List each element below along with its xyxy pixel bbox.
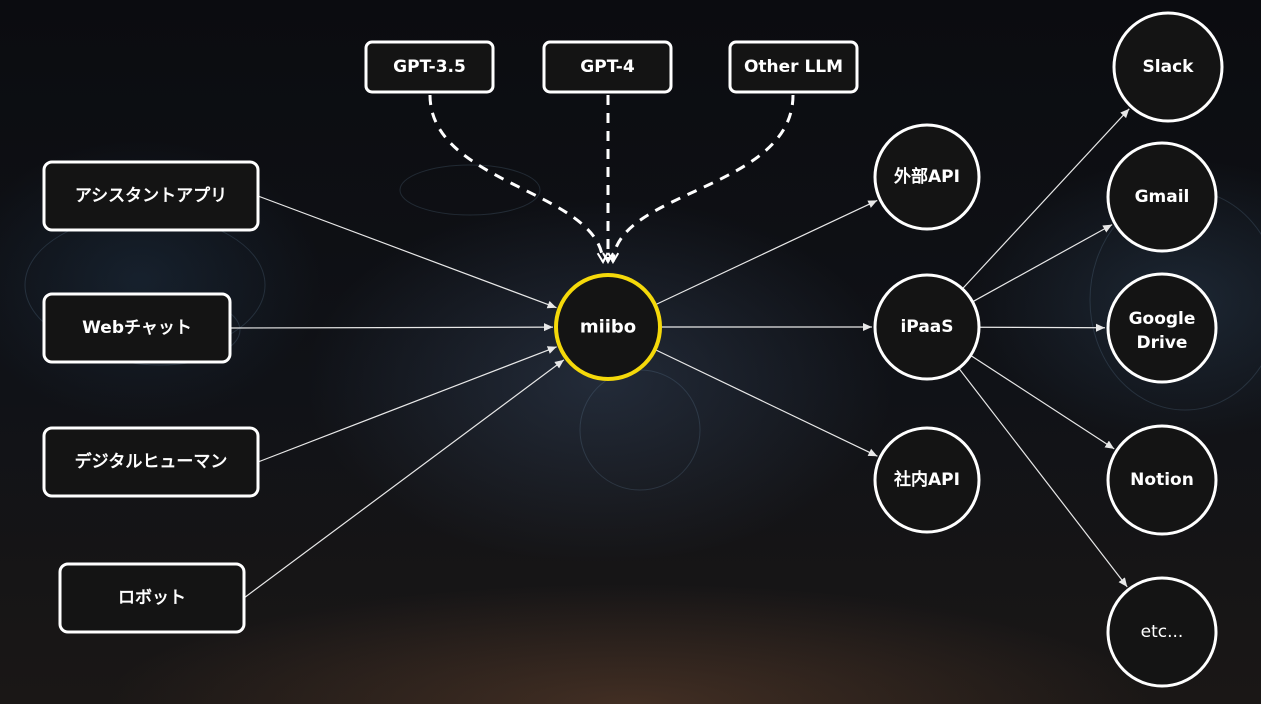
edges-layer bbox=[229, 94, 1130, 599]
integration-label: 外部API bbox=[894, 166, 960, 187]
input-label: Webチャット bbox=[82, 318, 192, 338]
integration-edge-3 bbox=[654, 348, 878, 457]
service-node-slack: Slack bbox=[1112, 11, 1224, 123]
service-circle bbox=[1106, 424, 1218, 536]
service-node-notion: Notion bbox=[1106, 424, 1218, 536]
service-label: Slack bbox=[1143, 57, 1195, 77]
input-box bbox=[42, 160, 260, 232]
llm-connector-1 bbox=[428, 94, 603, 262]
input-node-4: ロボット bbox=[58, 562, 246, 634]
service-node-etc: etc... bbox=[1106, 576, 1218, 688]
input-box bbox=[58, 562, 246, 634]
llm-node-gpt-3-5: GPT-3.5 bbox=[364, 40, 495, 94]
service-edge-1 bbox=[961, 108, 1130, 290]
orbit-decoration bbox=[579, 369, 701, 491]
input-edge-1 bbox=[257, 195, 557, 309]
service-edge-4 bbox=[970, 354, 1115, 450]
service-label: Notion bbox=[1130, 470, 1194, 490]
llm-label: Other LLM bbox=[744, 57, 843, 77]
input-edge-4 bbox=[243, 359, 565, 599]
input-node-1: アシスタントアプリ bbox=[42, 160, 260, 232]
hub-label: miibo bbox=[580, 317, 636, 338]
integration-label: 社内API bbox=[893, 469, 960, 490]
orbit-decoration bbox=[399, 164, 541, 216]
integration-node-1: 外部API bbox=[873, 123, 981, 231]
llm-node-other-llm: Other LLM bbox=[728, 40, 859, 94]
input-box bbox=[42, 292, 232, 364]
service-label: Gmail bbox=[1135, 187, 1190, 207]
integration-label: iPaaS bbox=[900, 317, 953, 337]
integration-node-2: iPaaS bbox=[873, 273, 981, 381]
llm-box bbox=[542, 40, 673, 94]
input-label: デジタルヒューマン bbox=[75, 451, 228, 472]
input-node-3: デジタルヒューマン bbox=[42, 426, 260, 498]
llm-label: GPT-3.5 bbox=[393, 57, 466, 77]
integration-node-3: 社内API bbox=[873, 426, 981, 534]
hub-circle bbox=[554, 273, 662, 381]
service-edge-3 bbox=[978, 323, 1106, 332]
hub-node: miibo bbox=[554, 273, 662, 381]
integration-circle bbox=[873, 426, 981, 534]
llm-label: GPT-4 bbox=[580, 57, 635, 77]
service-circle bbox=[1106, 141, 1218, 253]
service-node-gmail: Gmail bbox=[1106, 141, 1218, 253]
integration-circle bbox=[873, 123, 981, 231]
input-node-2: Webチャット bbox=[42, 292, 232, 364]
service-edge-5 bbox=[958, 367, 1128, 588]
input-label: ロボット bbox=[118, 588, 186, 608]
service-circle bbox=[1106, 576, 1218, 688]
input-edge-3 bbox=[257, 346, 557, 463]
input-box bbox=[42, 426, 260, 498]
service-edge-2 bbox=[972, 224, 1113, 303]
llm-connector-3 bbox=[613, 94, 795, 262]
service-label: etc... bbox=[1141, 622, 1184, 642]
nodes-layer: GPT-3.5 GPT-4 Other LLM アシスタントアプリ Webチャットデジタ… bbox=[42, 11, 1224, 688]
service-circle bbox=[1112, 11, 1224, 123]
input-edge-2 bbox=[229, 323, 554, 332]
llm-box bbox=[728, 40, 859, 94]
input-label: アシスタントアプリ bbox=[75, 185, 227, 206]
integration-edge-1 bbox=[654, 199, 878, 306]
llm-box bbox=[364, 40, 495, 94]
integration-circle bbox=[873, 273, 981, 381]
llm-node-gpt-4: GPT-4 bbox=[542, 40, 673, 94]
service-circle bbox=[1106, 272, 1218, 384]
